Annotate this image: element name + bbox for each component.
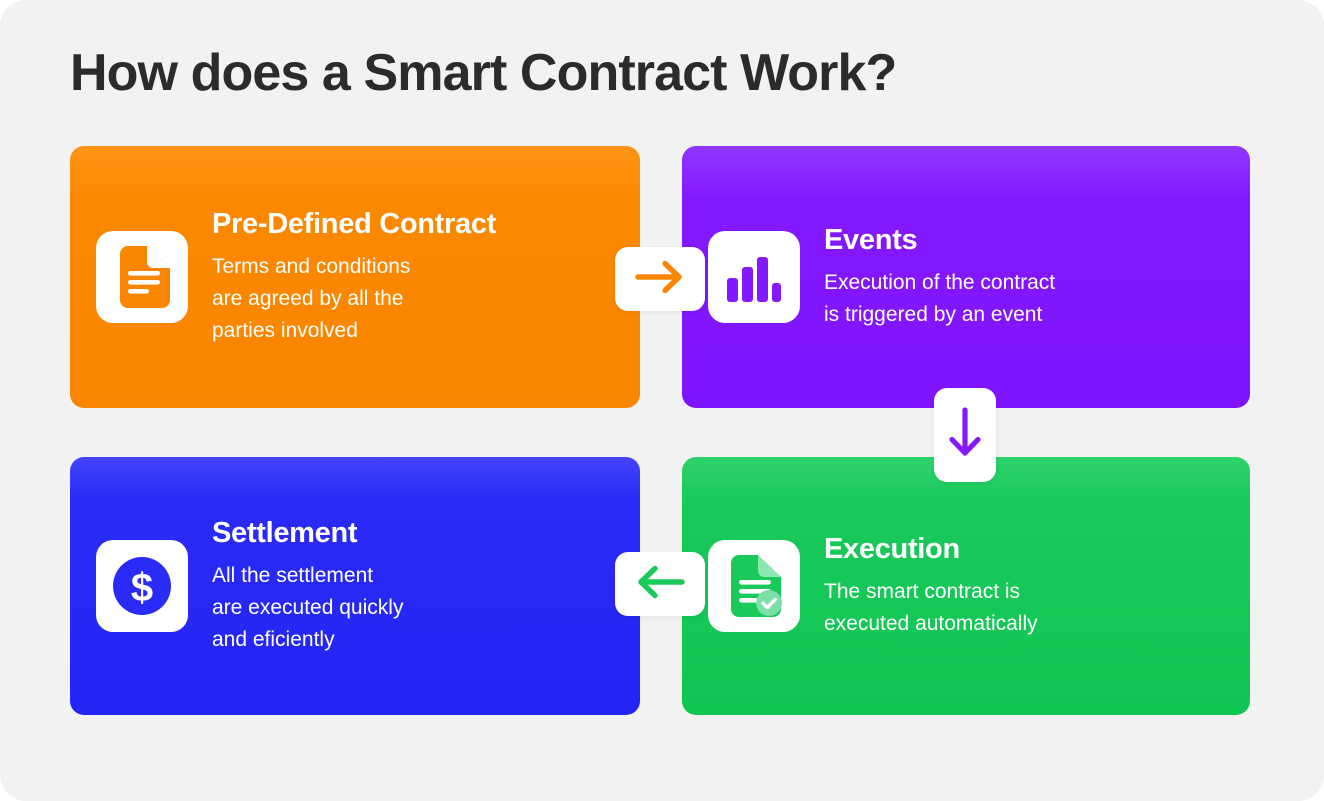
connector-contract-to-events bbox=[615, 247, 705, 311]
document-check-icon bbox=[708, 539, 800, 632]
card-text: Pre-Defined Contract Terms and condition… bbox=[212, 207, 496, 347]
connector-events-to-execution bbox=[934, 388, 996, 482]
card-description: Terms and conditions are agreed by all t… bbox=[212, 254, 411, 342]
card-description: All the settlement are executed quickly … bbox=[212, 563, 404, 651]
page-title: How does a Smart Contract Work? bbox=[70, 44, 897, 102]
document-icon bbox=[96, 230, 188, 323]
arrow-down-icon bbox=[948, 406, 982, 464]
svg-text:$: $ bbox=[131, 566, 153, 610]
card-events[interactable]: Events Execution of the contract is trig… bbox=[682, 146, 1250, 408]
arrow-right-icon bbox=[635, 260, 685, 299]
card-pre-defined-contract[interactable]: Pre-Defined Contract Terms and condition… bbox=[70, 146, 640, 408]
card-description: The smart contract is executed automatic… bbox=[824, 579, 1038, 635]
card-title: Execution bbox=[824, 533, 960, 566]
card-title: Pre-Defined Contract bbox=[212, 208, 497, 241]
card-settlement[interactable]: $ Settlement All the settlement are exec… bbox=[70, 457, 640, 715]
card-title: Events bbox=[824, 224, 918, 257]
bar-chart-icon bbox=[708, 230, 800, 323]
card-text: Execution The smart contract is executed… bbox=[824, 532, 1038, 640]
card-text: Settlement All the settlement are execut… bbox=[212, 516, 403, 656]
arrow-left-icon bbox=[635, 565, 685, 604]
card-text: Events Execution of the contract is trig… bbox=[824, 223, 1055, 331]
card-execution[interactable]: Execution The smart contract is executed… bbox=[682, 457, 1250, 715]
card-description: Execution of the contract is triggered b… bbox=[824, 270, 1056, 326]
dollar-coin-icon: $ bbox=[96, 539, 188, 632]
connector-execution-to-settlement bbox=[615, 552, 705, 616]
card-title: Settlement bbox=[212, 517, 358, 550]
